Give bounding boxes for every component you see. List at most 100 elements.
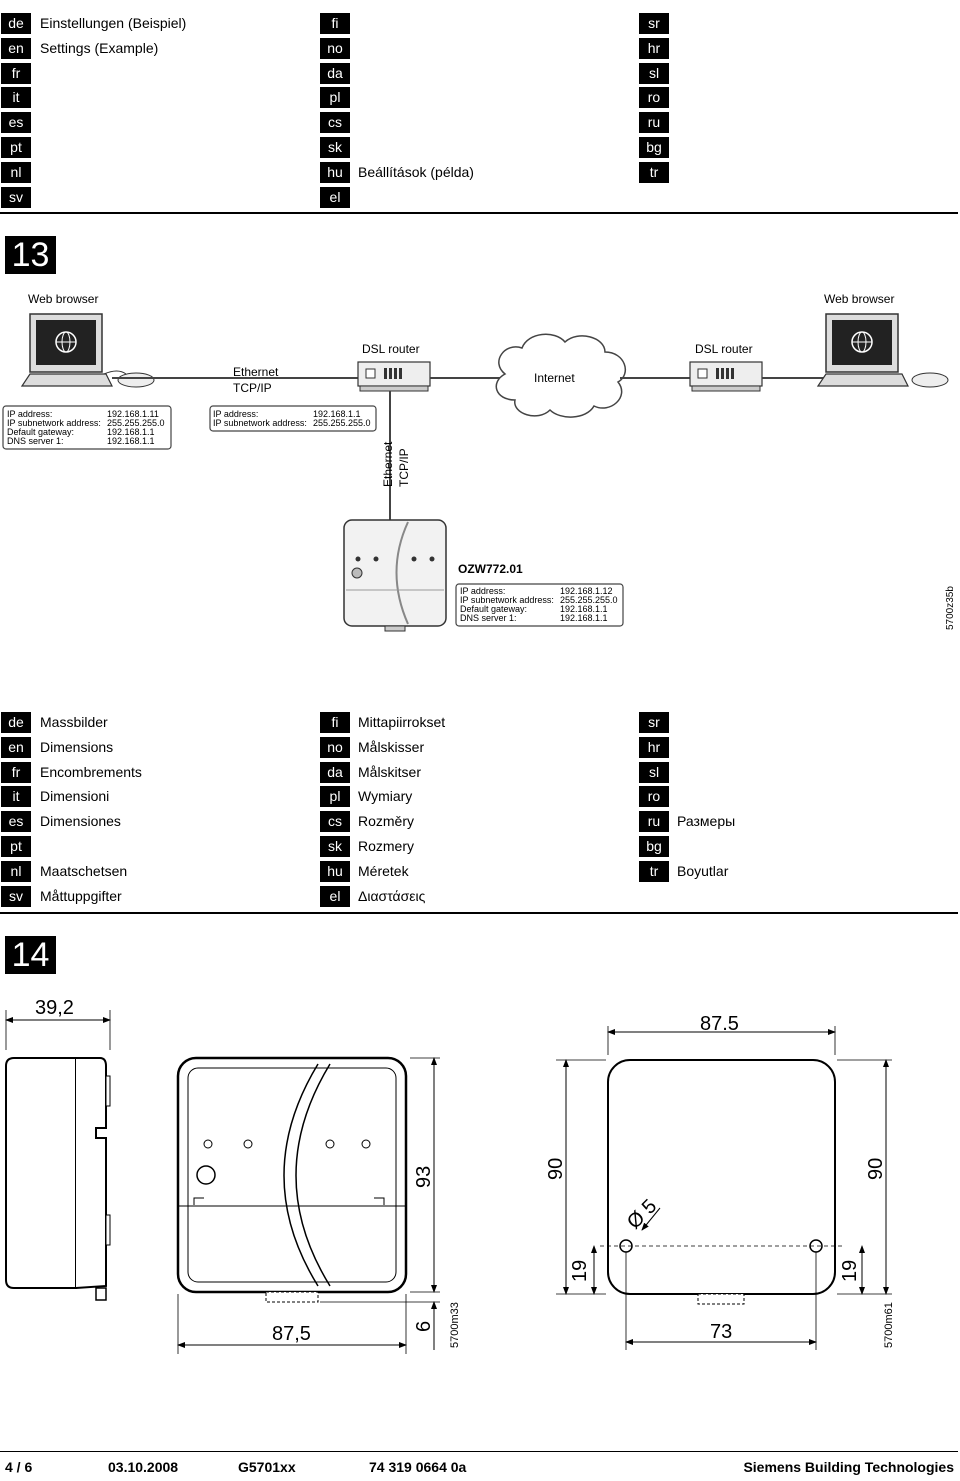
info-key: IP subnetwork address: (213, 418, 307, 428)
info-key: IP address: (7, 409, 52, 419)
info-key: DNS server 1: (7, 436, 64, 446)
language-label: Beállítások (példa) (358, 163, 474, 180)
language-label: Maatschetsen (40, 862, 128, 879)
language-label: Målskitser (358, 763, 422, 780)
internet-label: Internet (534, 371, 575, 385)
language-label: Massbilder (40, 714, 108, 730)
language-label: Dimensioni (40, 788, 110, 805)
language-label: Rozměry (358, 813, 415, 830)
web-browser-left-label: Web browser (28, 292, 98, 306)
network-diagram: Web browser Ethernet TCP/IP IP address: 1… (2, 292, 956, 632)
language-code: nl (1, 860, 31, 882)
dim-back-height-left: 90 (545, 1158, 567, 1180)
language-code: hu (320, 860, 350, 882)
tcpip-label: TCP/IP (233, 381, 272, 395)
language-label: Settings (Example) (40, 39, 159, 56)
ethernet-vertical-label: Ethernet (381, 441, 395, 487)
figure-code-13: 5700z35b (945, 586, 956, 630)
language-code: el (320, 885, 350, 907)
language-code: sv (1, 186, 31, 208)
dim-back-width: 87.5 (700, 1013, 739, 1035)
dim-hole-offset-left: 19 (569, 1260, 591, 1282)
info-key: DNS server 1: (460, 613, 517, 623)
language-code: sl (639, 62, 669, 84)
language-code: pt (1, 137, 31, 158)
language-code: cs (320, 112, 350, 134)
language-code: el (320, 186, 350, 208)
left-pc-icon: Web browser (20, 292, 155, 388)
language-code: da (320, 761, 350, 783)
language-code: sr (639, 13, 669, 34)
info-key: IP subnetwork address: (460, 595, 554, 605)
language-code: en (1, 736, 31, 758)
side-view: 39,2 (5, 997, 111, 1301)
front-view: 87,5 93 6 5700m33 (176, 1056, 461, 1354)
language-code: sk (320, 137, 350, 158)
dim-plug: 6 (413, 1321, 435, 1332)
language-code: sr (639, 712, 669, 733)
info-key: Default gateway: (7, 427, 74, 437)
language-label: Rozmery (358, 838, 415, 854)
language-code: de (1, 712, 31, 733)
dimension-drawings: 39,2 87,5 93 6 5700m33 (5, 997, 895, 1354)
info-value: 255.255.255.0 (107, 418, 165, 428)
language-code: da (320, 62, 350, 84)
info-key: Default gateway: (460, 604, 527, 614)
language-code: pl (320, 87, 350, 109)
language-code: en (1, 37, 31, 59)
figure-code-front: 5700m33 (449, 1302, 461, 1348)
right-pc-icon: Web browser (816, 292, 949, 388)
info-value: 192.168.1.1 (560, 604, 608, 614)
language-label: Wymiary (358, 788, 413, 805)
info-value: 255.255.255.0 (560, 595, 618, 605)
footer-doc: G5701xx (238, 1459, 296, 1475)
info-value: 255.255.255.0 (313, 418, 371, 428)
language-code: tr (639, 860, 669, 882)
footer-company: Siemens Building Technologies (743, 1459, 954, 1475)
language-label: Encombrements (40, 763, 142, 780)
language-code: es (1, 811, 31, 833)
language-code: ro (639, 87, 669, 109)
ozw-model-label: OZW772.01 (458, 562, 523, 576)
footer-number: 74 319 0664 0a (369, 1459, 467, 1475)
router-ip-info-box: IP address: 192.168.1.1 IP subnetwork addr… (209, 405, 377, 432)
language-code: ru (639, 112, 669, 134)
language-code: no (320, 37, 350, 59)
language-code: fr (1, 62, 31, 84)
ozw-device-icon (343, 519, 447, 632)
info-value: 192.168.1.1 (313, 409, 361, 419)
dsl-router-left-icon: DSL router (357, 342, 431, 392)
info-key: IP address: (213, 409, 258, 419)
dim-front-height: 93 (413, 1166, 435, 1188)
language-label: Méretek (358, 862, 409, 879)
info-value: 192.168.1.11 (107, 409, 159, 419)
web-browser-right-label: Web browser (824, 292, 894, 306)
figure-number-14: 14 (5, 936, 56, 974)
dsl-router-right-icon: DSL router (689, 342, 763, 392)
language-code: es (1, 112, 31, 134)
figure-code-back: 5700m61 (883, 1302, 895, 1348)
language-label: Mittapiirrokset (358, 714, 446, 730)
info-key: IP address: (460, 586, 505, 596)
info-value: 192.168.1.12 (560, 586, 613, 596)
dim-back-height-right: 90 (865, 1158, 887, 1180)
info-value: 192.168.1.1 (107, 427, 155, 437)
language-code: pt (1, 836, 31, 857)
info-value: 192.168.1.1 (560, 613, 608, 623)
language-code: de (1, 13, 31, 34)
language-label: Målskisser (358, 738, 425, 755)
language-code: it (1, 786, 31, 808)
dim-depth: 39,2 (35, 997, 74, 1019)
dsl-router-right-label: DSL router (695, 342, 753, 356)
tcpip-vertical-label: TCP/IP (397, 448, 411, 487)
language-code: hr (639, 736, 669, 758)
language-code: ro (639, 786, 669, 808)
language-label: Måttuppgifter (40, 887, 122, 904)
language-label: Διαστάσεις (358, 887, 426, 904)
info-value: 192.168.1.1 (107, 436, 155, 446)
language-code: fr (1, 761, 31, 783)
language-code: it (1, 87, 31, 109)
language-code: bg (639, 137, 669, 158)
language-code: ru (639, 811, 669, 833)
